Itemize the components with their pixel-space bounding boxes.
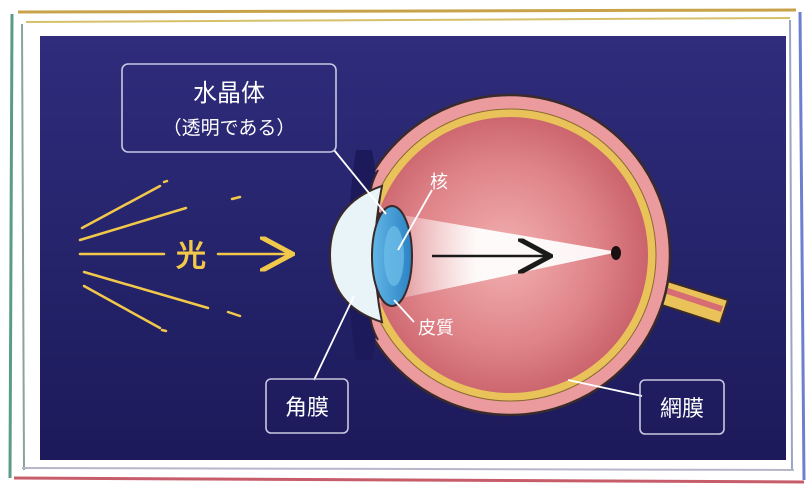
lens-label: 水晶体 （透明である） (121, 63, 337, 153)
light-rays (78, 179, 290, 333)
cornea-label: 角膜 (265, 378, 349, 434)
light-label: 光 (176, 239, 206, 274)
lens-label-title: 水晶体 (193, 79, 265, 107)
lens-nucleus (384, 226, 404, 286)
cornea-label-text: 角膜 (285, 396, 329, 421)
focal-point (611, 246, 621, 260)
cortex-label: 皮質 (418, 318, 454, 339)
leader-lines (313, 149, 643, 397)
frame (8, 8, 806, 484)
lens-label-subtitle: （透明である） (163, 117, 296, 139)
retina-label: 網膜 (639, 379, 725, 435)
retina-label-text: 網膜 (660, 397, 704, 422)
nucleus-label: 核 (430, 172, 448, 193)
